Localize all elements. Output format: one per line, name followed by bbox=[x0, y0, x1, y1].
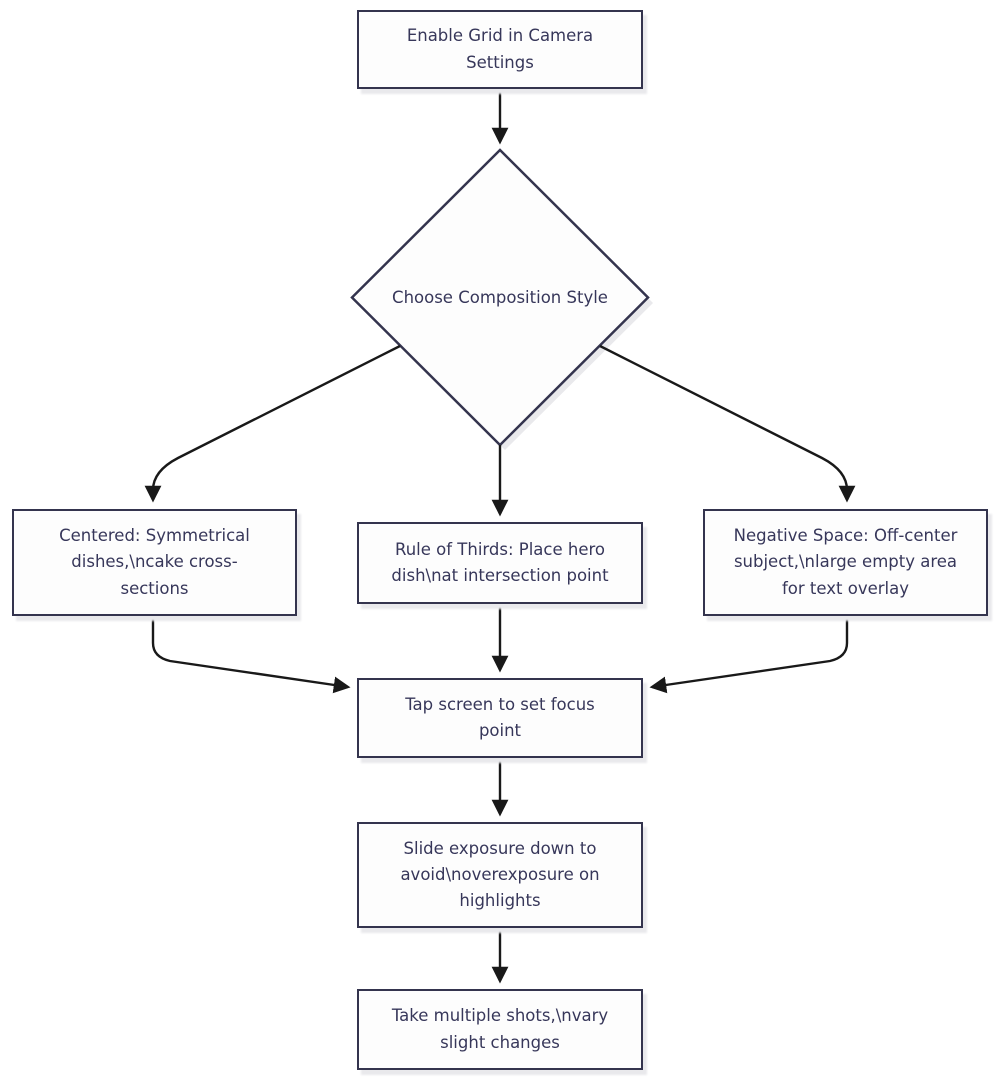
node-take-shots: Take multiple shots,\nvary slight change… bbox=[357, 989, 643, 1070]
edge-choose-to-centered bbox=[144, 344, 401, 503]
node-centered: Centered: Symmetrical dishes,\ncake cros… bbox=[12, 509, 297, 616]
edge-choose-to-negative bbox=[599, 344, 856, 503]
node-choose-composition-style-label: Choose Composition Style bbox=[392, 287, 608, 307]
node-tap-focus-label: Tap screen to set focus point bbox=[405, 694, 595, 740]
node-negative-space-label: Negative Space: Off-center subject,\nlar… bbox=[733, 526, 958, 598]
node-slide-exposure-label: Slide exposure down to avoid\noverexposu… bbox=[400, 838, 600, 911]
node-rule-of-thirds: Rule of Thirds: Place hero dish\nat inte… bbox=[357, 522, 643, 604]
node-negative-space: Negative Space: Off-center subject,\nlar… bbox=[703, 509, 988, 616]
node-choose-composition-style: Choose Composition Style bbox=[368, 268, 632, 326]
node-tap-focus: Tap screen to set focus point bbox=[357, 678, 643, 758]
node-centered-label: Centered: Symmetrical dishes,\ncake cros… bbox=[59, 526, 250, 598]
node-slide-exposure: Slide exposure down to avoid\noverexposu… bbox=[357, 822, 643, 928]
node-rule-of-thirds-label: Rule of Thirds: Place hero dish\nat inte… bbox=[391, 539, 609, 585]
edge-negative-to-tap bbox=[649, 617, 849, 694]
edge-centered-to-tap bbox=[151, 617, 351, 694]
node-enable-grid-label: Enable Grid in Camera Settings bbox=[406, 26, 594, 72]
node-take-shots-label: Take multiple shots,\nvary slight change… bbox=[391, 1006, 609, 1052]
node-enable-grid: Enable Grid in Camera Settings bbox=[357, 10, 643, 89]
